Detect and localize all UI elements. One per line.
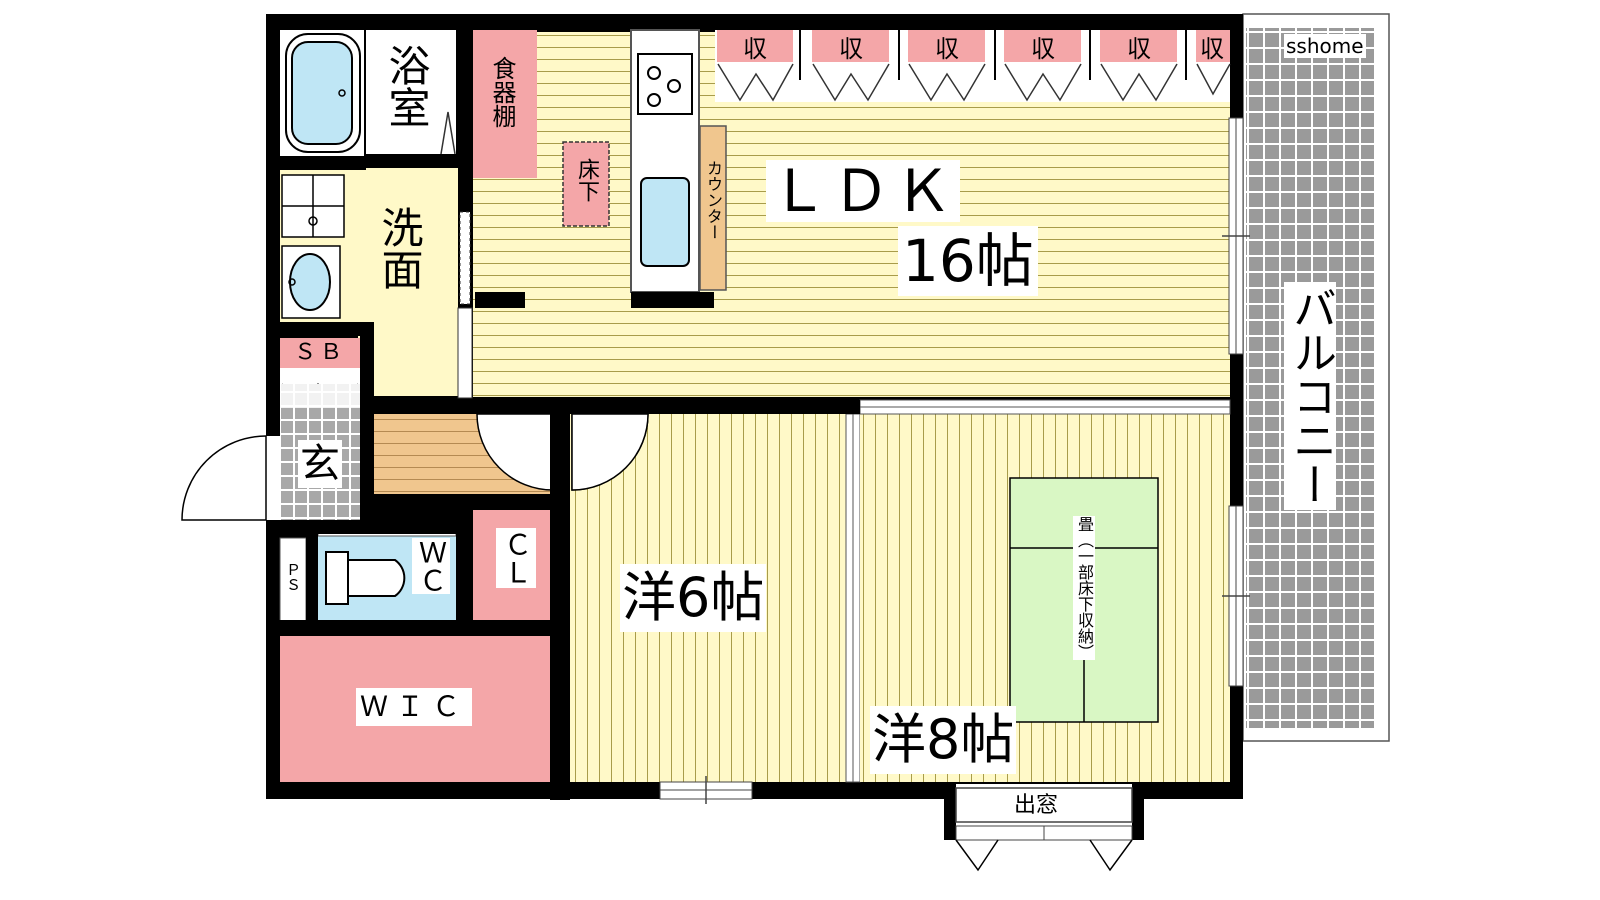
- pipe-space-label: ＰＳ: [284, 562, 302, 592]
- cupboard-label: 食器棚: [488, 56, 516, 128]
- shoebox-label: ＳＢ: [294, 340, 347, 365]
- sink-icon: [640, 177, 690, 267]
- pipe-space: [279, 537, 307, 623]
- washroom-label: 洗面: [375, 206, 424, 290]
- bay-window-label: 出窓: [1014, 793, 1059, 818]
- balcony-label: バルコニー: [1284, 282, 1336, 510]
- counter: [699, 125, 727, 291]
- entrance-label: 玄: [298, 440, 342, 488]
- ldk-size-label: 16帖: [898, 226, 1038, 296]
- storage-row: [715, 30, 1231, 102]
- toilet-icon: [325, 551, 349, 605]
- wic-label: ＷＩＣ: [356, 688, 473, 726]
- western6-label: 洋6帖: [620, 564, 767, 632]
- ldk-name-label: ＬＤＫ: [766, 160, 961, 222]
- closet-label: ＣＬ: [496, 528, 536, 588]
- underfloor-label: 床下: [574, 158, 599, 202]
- western8-label: 洋8帖: [870, 706, 1017, 774]
- storage-label: 収: [839, 34, 863, 63]
- tatami-label: 畳（一部床下収納）: [1073, 516, 1095, 660]
- storage-label: 収: [743, 34, 767, 63]
- counter-label: カウンター: [704, 160, 723, 240]
- storage-label: 収: [1127, 34, 1151, 63]
- wc-label: ＷＣ: [412, 538, 450, 594]
- stove-icon: [637, 53, 693, 115]
- underfloor-storage: [562, 141, 610, 227]
- bath-label: 浴室: [380, 44, 432, 128]
- watermark: sshome: [1284, 34, 1366, 58]
- entrance-door-swing: [181, 435, 267, 521]
- storage-label: 収: [1200, 34, 1224, 63]
- storage-label: 収: [1031, 34, 1055, 63]
- interior-walls: [266, 30, 860, 800]
- cupboard: [473, 30, 537, 178]
- storage-label: 収: [935, 34, 959, 63]
- bay-window: [944, 784, 1144, 872]
- shoebox: [280, 338, 360, 368]
